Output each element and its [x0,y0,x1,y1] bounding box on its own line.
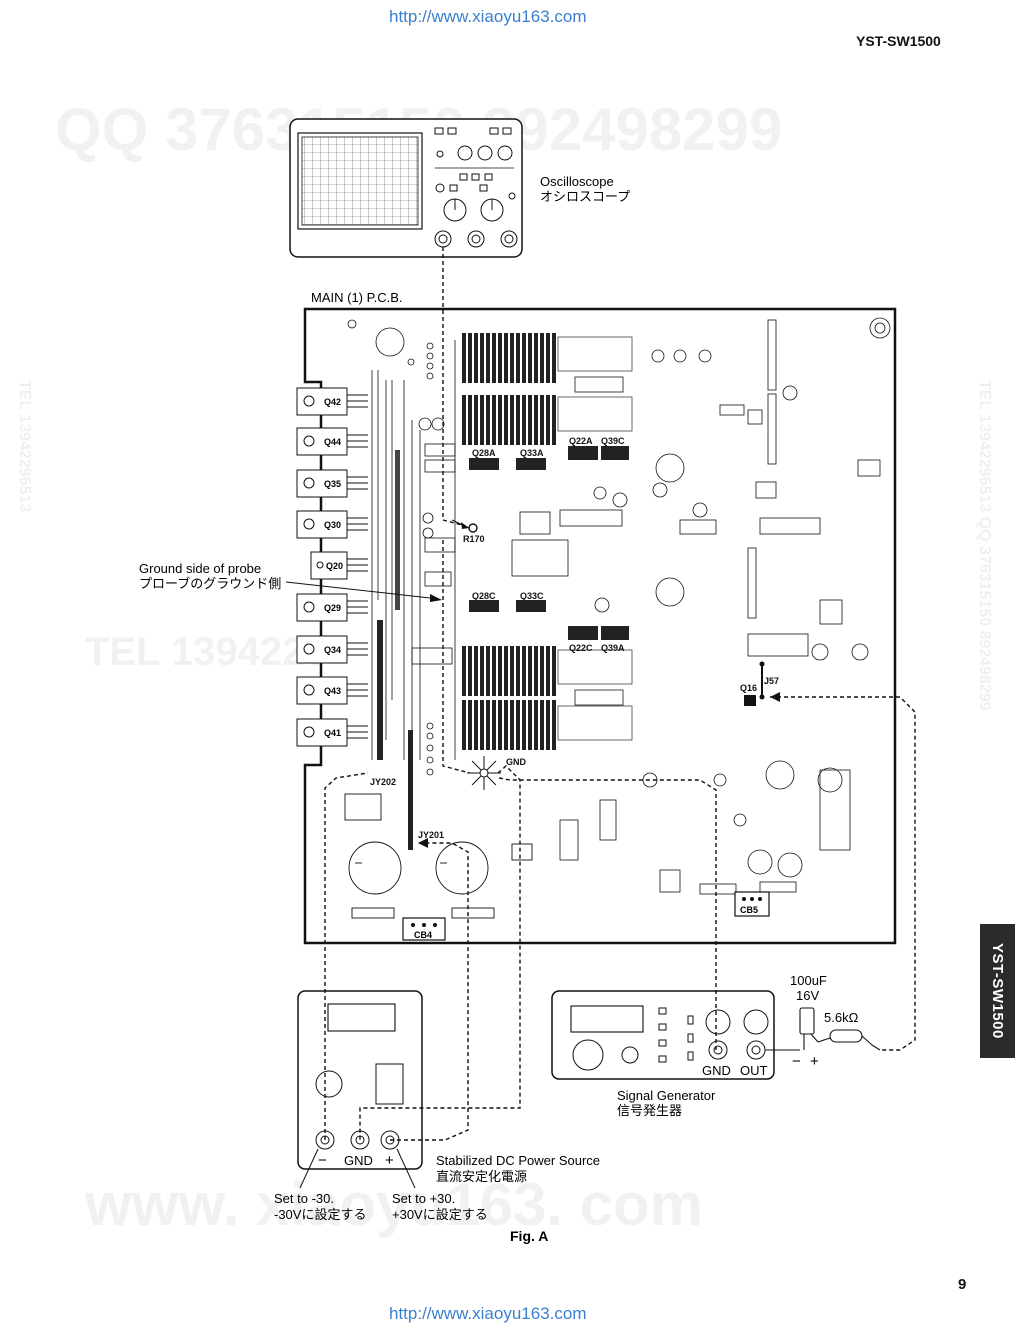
oscilloscope-label-en: Oscilloscope [540,174,614,189]
watermark-www: www. xiaoyu163. com [85,1171,704,1238]
transistor-label-q34: Q34 [324,645,341,655]
probe-arrow [285,581,442,602]
connector-cb4: CB4 [402,917,446,941]
resistor-value: 5.6kΩ [824,1010,859,1025]
transistor-label-q42: Q42 [324,397,341,407]
transistor-label-q44: Q44 [324,437,341,447]
capacitor-minus: − [792,1053,801,1070]
signal-generator-gnd-label: GND [702,1063,731,1078]
capacitor-resistor-network [765,1007,881,1051]
heatsink-label-q33a: Q33A [520,448,544,458]
probe-label-jp: プローブのグラウンド側 [139,576,281,591]
cb4-label: CB4 [414,930,432,940]
capacitor-value: 100uF [790,973,827,988]
set-plus-en: Set to +30. [392,1191,455,1206]
watermark-side-left: TEL 13942296513 [16,380,33,513]
figure-caption: Fig. A [510,1228,548,1244]
signal-generator [551,990,775,1080]
power-source-gnd-label: GND [344,1153,373,1168]
model-name: YST-SW1500 [856,33,941,49]
pcb-traces [347,319,456,776]
set-plus-jp: +30Vに設定する [392,1207,488,1222]
transistor-column: Q42 Q44 Q35 Q30 Q20 Q29 Q34 Q43 Q41 [296,387,368,747]
reference-labels: R170 GND JY202 JY201 Q16 J57 [370,534,779,840]
set-minus-jp: -30Vに設定する [274,1207,366,1222]
q16-label: Q16 [740,683,757,693]
power-source-label-en: Stabilized DC Power Source [436,1153,600,1168]
heatsink-label-q28a: Q28A [472,448,496,458]
pcb-board-outline [303,307,897,945]
heatsinks [462,333,633,750]
transistor-label-q41: Q41 [324,728,341,738]
jy202-label: JY202 [370,777,396,787]
pcb-components-right [511,317,891,895]
q16-j57-point [744,661,765,706]
transistor-label-q30: Q30 [324,520,341,530]
gnd-burst [467,756,501,790]
set-minus-en: Set to -30. [274,1191,334,1206]
dc-power-source [297,990,423,1170]
side-tab: YST-SW1500 [980,924,1015,1058]
pcb-title: MAIN (1) P.C.B. [311,290,403,305]
power-section [344,793,533,919]
signal-generator-out-label: OUT [740,1063,768,1078]
jy201-label: JY201 [418,830,444,840]
transistor-label-q43: Q43 [324,686,341,696]
wiring-arrows [418,692,780,848]
set-leader-lines [299,1148,416,1189]
driver-transistor-pairs: Q28A Q33A Q22A Q39C Q28C Q33C Q22C Q39A [469,436,629,653]
capacitor-voltage: 16V [796,988,819,1003]
heatsink-label-q39a: Q39A [601,643,625,653]
heatsink-label-q39c: Q39C [601,436,625,446]
watermark-side-right: TEL 13942296513 QQ 376315150 892498299 [976,380,993,711]
j57-label: J57 [764,676,779,686]
probe-label-en: Ground side of probe [139,561,261,576]
transistor-label-q20: Q20 [326,561,343,571]
power-source-minus-label: − [318,1152,327,1169]
pcb-long-parts [377,450,413,850]
power-source-plus-label: + [385,1152,394,1169]
connector-cb5: CB5 [734,891,770,917]
top-url[interactable]: http://www.xiaoyu163.com [389,7,587,26]
heatsink-label-q33c: Q33C [520,591,544,601]
transistor-label-q29: Q29 [324,603,341,613]
signal-generator-label-jp: 信号発生器 [617,1103,682,1118]
signal-generator-label-en: Signal Generator [617,1088,716,1103]
transistor-label-q35: Q35 [324,479,341,489]
heatsink-label-q22c: Q22C [569,643,593,653]
heatsink-label-q28c: Q28C [472,591,496,601]
oscilloscope [289,118,523,258]
capacitor-plus: + [810,1053,819,1070]
power-source-label-jp: 直流安定化電源 [436,1169,527,1184]
gnd-label-pcb: GND [506,757,527,767]
heatsink-label-q22a: Q22A [569,436,593,446]
oscilloscope-label-jp: オシロスコープ [540,189,630,204]
bottom-url[interactable]: http://www.xiaoyu163.com [389,1304,587,1323]
page-number: 9 [958,1276,967,1293]
r170-label: R170 [463,534,485,544]
cb5-label: CB5 [740,905,758,915]
dashed-wiring [324,247,916,1141]
